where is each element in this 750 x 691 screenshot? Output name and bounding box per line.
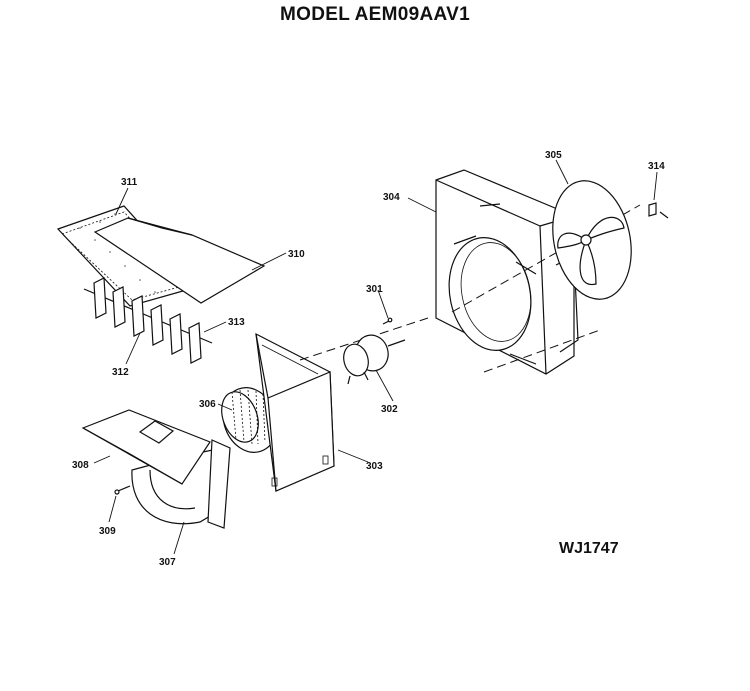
label-313: 313 bbox=[228, 317, 245, 328]
shroud-304 bbox=[435, 169, 579, 375]
label-306: 306 bbox=[199, 399, 216, 410]
label-309: 309 bbox=[99, 526, 116, 537]
screw-301 bbox=[382, 317, 393, 325]
label-311: 311 bbox=[121, 177, 138, 188]
louver-assembly-313 bbox=[83, 277, 213, 364]
label-304: 304 bbox=[383, 192, 400, 203]
label-312: 312 bbox=[112, 367, 129, 378]
page-title: MODEL AEM09AAV1 bbox=[280, 4, 470, 25]
fan-motor-302 bbox=[299, 317, 429, 385]
cover-plate-310 bbox=[93, 217, 266, 304]
label-305: 305 bbox=[545, 150, 562, 161]
part-labels: 311 310 313 312 301 302 303 304 305 314 … bbox=[72, 150, 665, 568]
leader-lines bbox=[93, 159, 658, 555]
fan-blade-305 bbox=[451, 180, 641, 373]
clip-314 bbox=[648, 202, 669, 219]
screw-309 bbox=[114, 485, 131, 495]
diagram-code: WJ1747 bbox=[559, 540, 619, 557]
label-301: 301 bbox=[366, 284, 383, 295]
label-308: 308 bbox=[72, 460, 89, 471]
label-310: 310 bbox=[288, 249, 305, 260]
orifice-plate-303 bbox=[255, 332, 335, 492]
blower-wheel-306 bbox=[221, 387, 278, 453]
label-314: 314 bbox=[648, 161, 665, 172]
label-302: 302 bbox=[381, 404, 398, 415]
label-307: 307 bbox=[159, 557, 176, 568]
label-303: 303 bbox=[366, 461, 383, 472]
scroll-cover-308 bbox=[81, 409, 211, 485]
